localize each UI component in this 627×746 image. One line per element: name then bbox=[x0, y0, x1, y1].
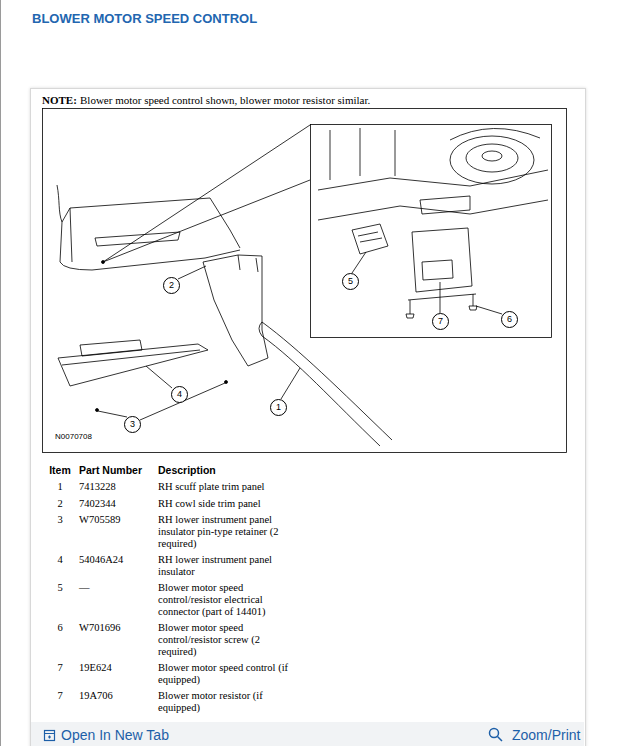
callout-number: 5 bbox=[342, 273, 359, 290]
scuff-plate bbox=[259, 322, 392, 446]
table-header: Item bbox=[46, 464, 74, 476]
table-cell: 7402344 bbox=[79, 498, 153, 510]
table-cell: RH lower instrument panel insulator bbox=[158, 554, 291, 578]
table-cell: 1 bbox=[46, 481, 74, 493]
table-cell: Blower motor resistor (if equipped) bbox=[158, 690, 291, 714]
table-cell: 6 bbox=[46, 622, 74, 634]
table-cell: Blower motor speed control/resistor scre… bbox=[158, 622, 291, 658]
table-cell: Blower motor speed control/resistor elec… bbox=[158, 582, 291, 618]
table-cell: 4 bbox=[46, 554, 74, 566]
table-cell: 5 bbox=[46, 582, 74, 594]
figure-id: N0070708 bbox=[55, 432, 92, 441]
table-cell: RH cowl side trim panel bbox=[158, 498, 291, 510]
callout-number: 4 bbox=[171, 386, 188, 403]
callout-number: 2 bbox=[163, 277, 180, 294]
figure-frame bbox=[43, 109, 567, 453]
callout-number: 7 bbox=[432, 313, 449, 330]
note-text: Blower motor speed control shown, blower… bbox=[80, 94, 370, 106]
table-cell: 2 bbox=[46, 498, 74, 510]
table-cell: W705589 bbox=[79, 514, 153, 526]
inset-frame bbox=[311, 125, 552, 338]
page-title: BLOWER MOTOR SPEED CONTROL bbox=[32, 11, 257, 26]
blower-housing bbox=[318, 128, 548, 220]
connector bbox=[352, 224, 388, 254]
callout-number: 6 bbox=[501, 311, 518, 328]
note-label: NOTE: bbox=[42, 94, 77, 106]
table-cell: — bbox=[79, 582, 153, 594]
callout-number: 3 bbox=[124, 416, 141, 433]
cowl-side-panel bbox=[203, 255, 268, 366]
link-text: Open In New Tab bbox=[61, 727, 169, 743]
dashboard bbox=[57, 185, 240, 270]
table-cell: 19A706 bbox=[79, 690, 153, 702]
insulator-panel bbox=[58, 340, 228, 412]
table-cell: 54046A24 bbox=[79, 554, 153, 566]
tab-icon bbox=[45, 731, 55, 741]
resistor bbox=[408, 228, 476, 300]
table-header: Description bbox=[158, 464, 291, 476]
table-cell: 7 bbox=[46, 690, 74, 702]
page-edge bbox=[0, 0, 1, 746]
table-cell: RH lower instrument panel insulator pin-… bbox=[158, 514, 291, 550]
table-header: Part Number bbox=[79, 464, 153, 476]
table-cell: 3 bbox=[46, 514, 74, 526]
table-cell: 19E624 bbox=[79, 662, 153, 674]
callout-number: 1 bbox=[270, 399, 287, 416]
table-cell: W701696 bbox=[79, 622, 153, 634]
zoom-icon bbox=[490, 729, 503, 742]
inset-pointer bbox=[103, 125, 310, 262]
table-cell: RH scuff plate trim panel bbox=[158, 481, 291, 493]
link-text: Zoom/Print bbox=[512, 727, 580, 743]
table-cell: 7 bbox=[46, 662, 74, 674]
table-cell: 7413228 bbox=[79, 481, 153, 493]
leader-lines bbox=[98, 252, 502, 420]
table-cell: Blower motor speed control (if equipped) bbox=[158, 662, 291, 686]
